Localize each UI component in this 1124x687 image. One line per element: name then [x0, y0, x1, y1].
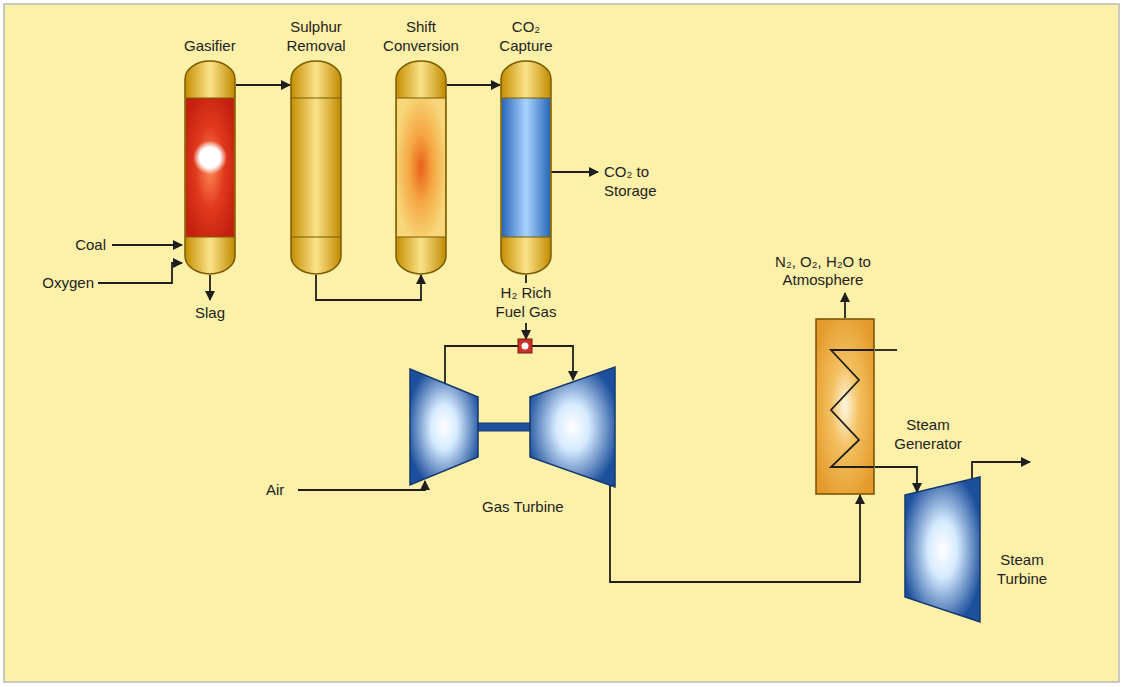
vessel-band — [502, 98, 550, 237]
node-label: Gasifier — [184, 37, 236, 56]
node-shape — [815, 318, 875, 495]
fuel-line — [445, 346, 518, 383]
vessel-band-line — [397, 97, 446, 98]
vessel-band-line — [186, 97, 235, 98]
stream-label: Slag — [180, 304, 240, 323]
gas-turbine: Gas Turbine — [405, 339, 620, 517]
compressor-symbol — [410, 369, 478, 485]
slag-outlet-arrow — [209, 275, 211, 300]
node-shape — [395, 60, 447, 275]
node-label: Shift Conversion — [383, 18, 459, 56]
vessel-band-line — [397, 236, 446, 237]
vessel-body — [291, 61, 341, 274]
flow-connector — [447, 84, 500, 86]
node-shape — [500, 60, 552, 275]
stream-label: N₂, O₂, H₂O to Atmosphere — [767, 253, 879, 291]
node-label: Steam Generator — [887, 416, 969, 454]
sulphur-removal-vessel: Sulphur Removal — [280, 18, 352, 275]
vessel-band-line — [502, 97, 551, 98]
node-shape — [405, 339, 620, 494]
exhaust-stack-arrow — [844, 293, 846, 318]
node-shape — [184, 60, 236, 275]
steam-turbine: Steam Turbine — [905, 477, 1054, 622]
node-label: Sulphur Removal — [280, 18, 352, 56]
air-inlet-arrow — [298, 481, 425, 490]
stream-label: Air — [266, 481, 294, 500]
vessel-band-line — [186, 236, 235, 237]
flow-connector — [236, 84, 290, 86]
vessel-body — [501, 61, 551, 274]
stream-label: Coal — [50, 236, 106, 255]
vessel-band-line — [292, 236, 341, 237]
node-label: Gas Turbine — [482, 498, 564, 517]
flow-connector — [316, 275, 421, 300]
heat-exchanger-coil — [831, 350, 874, 467]
co2-storage-arrow — [550, 171, 598, 173]
node-shape — [290, 60, 342, 275]
oxygen-feed-arrow — [98, 263, 182, 283]
gasifier-vessel: Gasifier — [184, 37, 236, 275]
steam-generator-box — [816, 319, 874, 494]
turbine-symbol — [530, 367, 615, 487]
co2-capture-vessel: CO₂ Capture — [495, 18, 557, 275]
combustor-flame — [522, 343, 529, 350]
combustor-symbol — [518, 339, 532, 353]
vessel-body — [185, 61, 235, 274]
vessel-band-line — [502, 236, 551, 237]
steam-generator: Steam Generator — [815, 318, 969, 495]
vessel-band — [186, 98, 234, 237]
flow-connector — [875, 467, 917, 492]
vessel-glow — [193, 141, 227, 175]
flow-connector — [610, 485, 860, 582]
vessel-band — [397, 98, 445, 237]
background-panel — [4, 4, 1119, 682]
vessel-band-line — [292, 97, 341, 98]
fuel-line — [532, 346, 573, 380]
feedwater-inlet-line — [875, 349, 897, 351]
node-shape — [905, 477, 980, 622]
steam-turbine-symbol — [905, 477, 980, 622]
node-label: Steam Turbine — [990, 551, 1054, 589]
turbine-shaft — [478, 423, 530, 431]
stream-label: Oxygen — [26, 274, 94, 293]
shift-conversion-vessel: Shift Conversion — [383, 18, 459, 275]
vessel-body — [396, 61, 446, 274]
stream-label: CO₂ to Storage — [604, 163, 676, 201]
edge-label: H₂ Rich Fuel Gas — [490, 283, 562, 323]
coal-feed-arrow — [112, 244, 182, 246]
node-label: CO₂ Capture — [495, 18, 557, 56]
